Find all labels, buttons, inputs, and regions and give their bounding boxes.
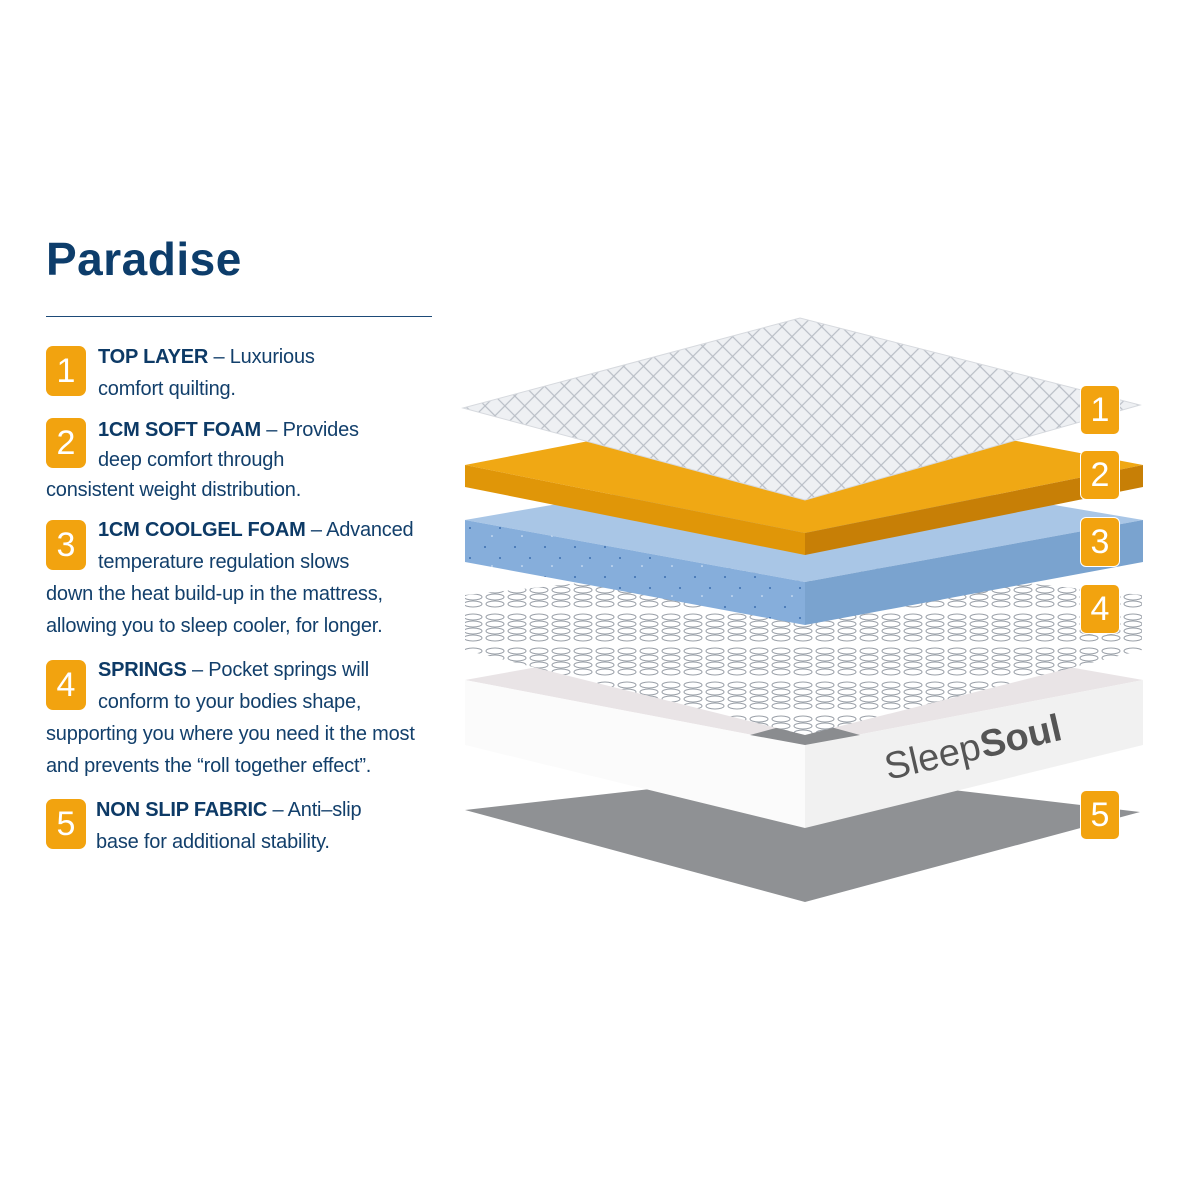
layer-5-text: – Anti–slip [267, 799, 362, 821]
coolgel-foam-left [465, 520, 805, 625]
diagram-badge-3: 3 [1080, 517, 1120, 567]
divider [46, 316, 432, 317]
layer-badge-1: 1 [46, 346, 86, 396]
layer-1-text: comfort quilting. [98, 378, 236, 400]
layer-3-line: 1CM COOLGEL FOAM – Advanced [98, 519, 414, 542]
non-slip-fabric-layer [465, 772, 1140, 902]
coolgel-foam-right [805, 520, 1143, 625]
layer-badge-3: 3 [46, 520, 86, 570]
layer-4-line: SPRINGS – Pocket springs will [98, 659, 369, 682]
top-quilt-layer [461, 317, 1142, 501]
layer-2-text: consistent weight distribution. [46, 479, 302, 501]
layer-1-heading: TOP LAYER [98, 346, 209, 368]
layer-4-heading: SPRINGS [98, 659, 187, 681]
layer-5-heading: NON SLIP FABRIC [96, 799, 268, 821]
layer-5-text: base for additional stability. [96, 831, 330, 853]
layer-3-text: allowing you to sleep cooler, for longer… [46, 615, 383, 637]
layer-2-line: 1CM SOFT FOAM – Provides [98, 419, 359, 442]
diagram-badge-4: 4 [1080, 584, 1120, 634]
layer-badge-2: 2 [46, 418, 86, 468]
base-box-left [465, 680, 805, 828]
layer-4-text: conform to your bodies shape, [98, 691, 362, 713]
layer-badge-4: 4 [46, 660, 86, 710]
soft-foam-left [465, 465, 805, 555]
layer-3-text: – Advanced [305, 519, 414, 541]
layer-1-text: – Luxurious [208, 346, 315, 368]
base-box-right [805, 680, 1143, 828]
layer-3-text: down the heat build-up in the mattress, [46, 583, 383, 605]
layer-4-text: – Pocket springs will [186, 659, 369, 681]
pocket-springs-layer [465, 560, 1142, 735]
layer-4-text: and prevents the “roll together effect”. [46, 755, 372, 777]
layer-1-line: TOP LAYER – Luxurious [98, 346, 315, 369]
diagram-badge-1: 1 [1080, 385, 1120, 435]
page-title: Paradise [46, 233, 242, 285]
layer-3-heading: 1CM COOLGEL FOAM [98, 519, 306, 541]
layer-badge-5: 5 [46, 799, 86, 849]
soft-foam-right [805, 465, 1143, 555]
layer-2-heading: 1CM SOFT FOAM [98, 419, 261, 441]
layer-5-line: NON SLIP FABRIC – Anti–slip [96, 799, 362, 822]
diagram-badge-2: 2 [1080, 450, 1120, 500]
diagram-badge-5: 5 [1080, 790, 1120, 840]
layer-2-text: – Provides [260, 419, 359, 441]
layer-2-text: deep comfort through [98, 449, 285, 471]
layer-3-text: temperature regulation slows [98, 551, 350, 573]
layer-4-text: supporting you where you need it the mos… [46, 723, 415, 745]
